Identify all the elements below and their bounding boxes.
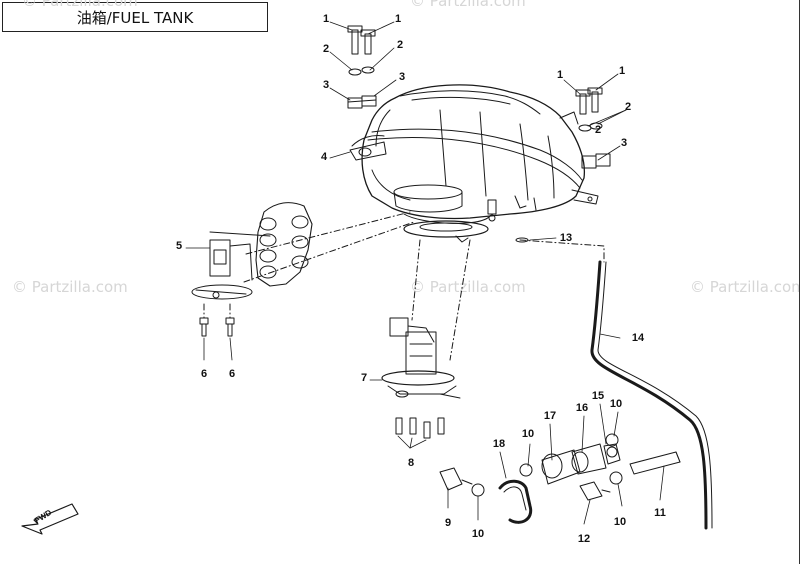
watermark: © Partzilla.com xyxy=(410,278,526,296)
fitting-9 xyxy=(439,467,473,491)
bolt-set-right xyxy=(575,87,611,169)
bolt-set-left xyxy=(347,25,377,109)
fuel-level-sender xyxy=(191,202,313,300)
alignment-lines xyxy=(203,211,605,361)
callout-9: 9 xyxy=(444,517,452,529)
pump-flange xyxy=(403,220,489,243)
callout-4: 4 xyxy=(320,151,328,163)
callout-3: 3 xyxy=(398,71,406,83)
diagram-title: 油箱/FUEL TANK xyxy=(2,2,268,32)
callout-1: 1 xyxy=(394,13,402,25)
callout-1: 1 xyxy=(556,69,564,81)
callout-1: 1 xyxy=(618,65,626,77)
hose-11 xyxy=(629,451,681,475)
callout-3: 3 xyxy=(620,137,628,149)
clip-13 xyxy=(515,237,529,243)
callout-2: 2 xyxy=(322,43,330,55)
callout-11: 11 xyxy=(654,507,666,519)
fuel-hose-14 xyxy=(590,260,713,530)
callout-8: 8 xyxy=(407,457,415,469)
diagram-title-text: 油箱/FUEL TANK xyxy=(76,8,194,27)
callout-15: 15 xyxy=(591,390,605,402)
callout-6: 6 xyxy=(200,368,208,380)
fuel-tank xyxy=(349,84,599,224)
callout-10: 10 xyxy=(609,398,623,410)
callout-16: 16 xyxy=(575,402,589,414)
hose-18 xyxy=(498,479,533,524)
callout-10: 10 xyxy=(471,528,485,540)
callout-1: 1 xyxy=(322,13,330,25)
callout-12: 12 xyxy=(577,533,591,545)
callout-13: 13 xyxy=(559,232,573,244)
watermark: © Partzilla.com xyxy=(410,0,526,10)
callout-14: 14 xyxy=(631,332,645,344)
callout-18: 18 xyxy=(492,438,506,450)
callout-3: 3 xyxy=(322,79,330,91)
callout-17: 17 xyxy=(543,410,557,422)
fitting-12 xyxy=(579,481,611,501)
callout-2: 2 xyxy=(594,124,602,136)
callout-10: 10 xyxy=(521,428,535,440)
watermark: © Partzilla.com xyxy=(690,278,800,296)
fuel-pump-assembly xyxy=(381,317,461,399)
callout-2: 2 xyxy=(624,101,632,113)
callout-5: 5 xyxy=(175,240,183,252)
bolts-8 xyxy=(395,417,445,439)
watermark: © Partzilla.com xyxy=(12,278,128,296)
fwd-arrow-icon xyxy=(21,503,79,535)
callout-6: 6 xyxy=(228,368,236,380)
leader-lines xyxy=(185,21,665,525)
callout-10: 10 xyxy=(613,516,627,528)
callout-7: 7 xyxy=(360,372,368,384)
fuel-filter-assembly xyxy=(541,443,621,485)
watermark: © Partzilla.com xyxy=(22,0,138,10)
screws-6 xyxy=(199,317,235,337)
callout-2: 2 xyxy=(396,39,404,51)
